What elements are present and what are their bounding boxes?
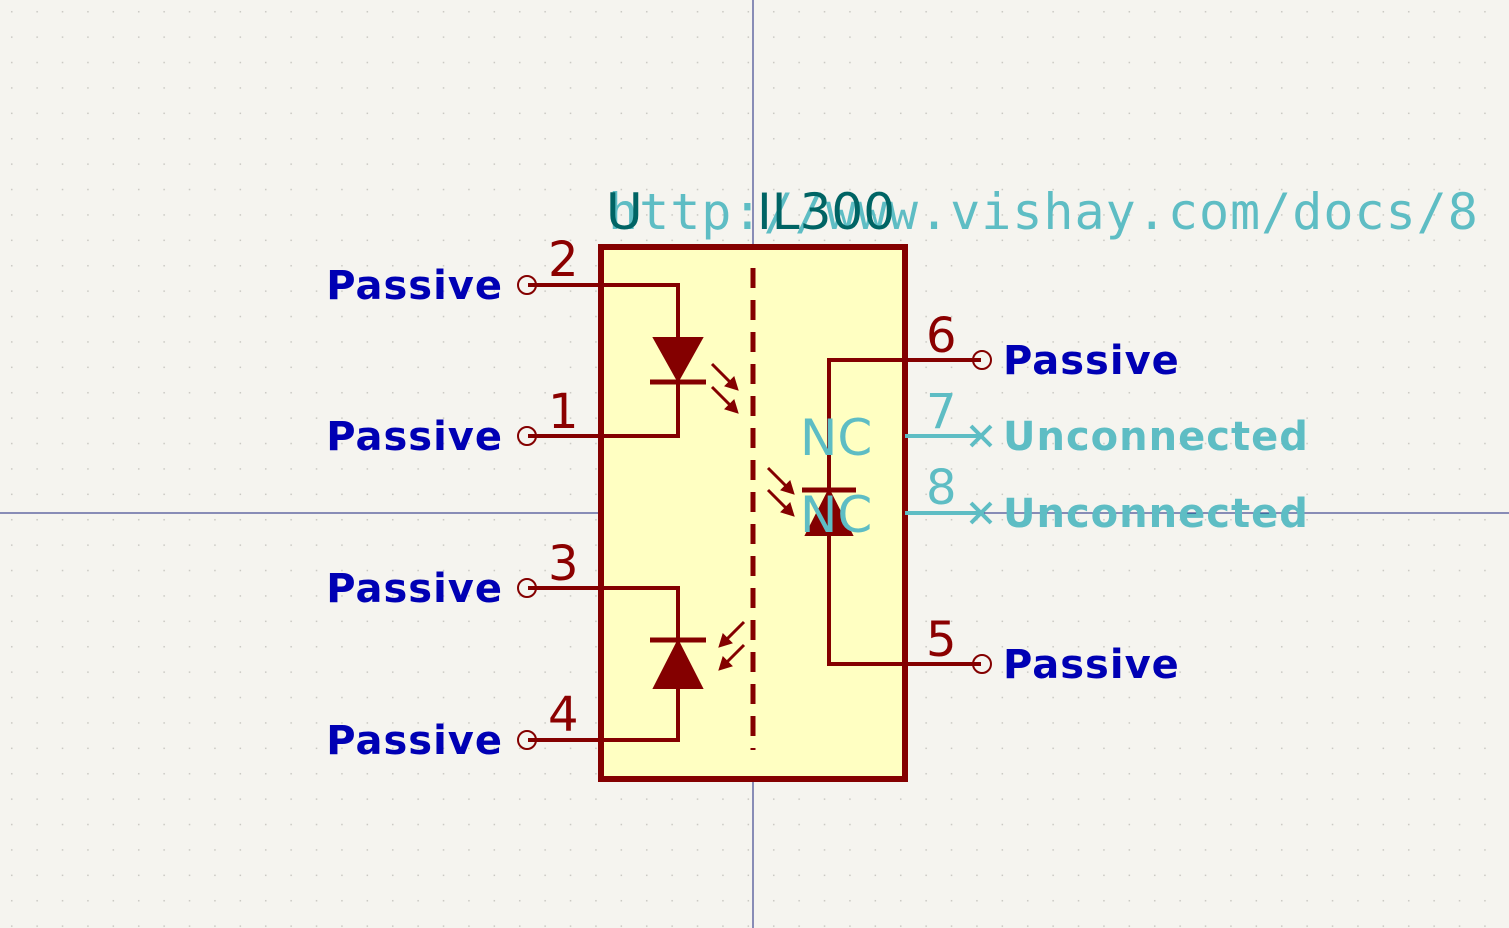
pin-number: 2 — [548, 232, 579, 288]
pin-number: 6 — [926, 308, 957, 364]
pin-type-label: Passive — [326, 718, 503, 764]
unconnected-x-icon — [969, 424, 993, 525]
datasheet-field[interactable]: http://www.vishay.com/docs/8 — [608, 183, 1479, 241]
photodiode-icon — [766, 358, 981, 666]
pin-type-label: Unconnected — [1003, 414, 1309, 460]
pin-number: 4 — [548, 687, 579, 743]
pin-type-label: Passive — [326, 414, 503, 460]
pin-number: 7 — [926, 384, 957, 440]
pin-type-label: Passive — [326, 566, 503, 612]
pin-name-nc: NC — [800, 409, 872, 467]
reference-field[interactable]: U — [606, 183, 643, 241]
pin-type-label: Passive — [1003, 642, 1180, 688]
value-field[interactable]: IL300 — [757, 183, 895, 241]
pin-number: 1 — [548, 384, 579, 440]
pin-type-label: Passive — [326, 263, 503, 309]
pin-connection-points[interactable] — [517, 275, 992, 750]
led-emitter-icon — [528, 283, 739, 438]
pin-number: 5 — [926, 612, 957, 668]
pin-number: 3 — [548, 536, 579, 592]
pin-type-label: Passive — [1003, 338, 1180, 384]
pin-number: 8 — [926, 460, 957, 516]
led-feedback-icon — [528, 586, 746, 742]
pin-name-nc: NC — [800, 486, 872, 544]
pin-type-label: Unconnected — [1003, 491, 1309, 537]
